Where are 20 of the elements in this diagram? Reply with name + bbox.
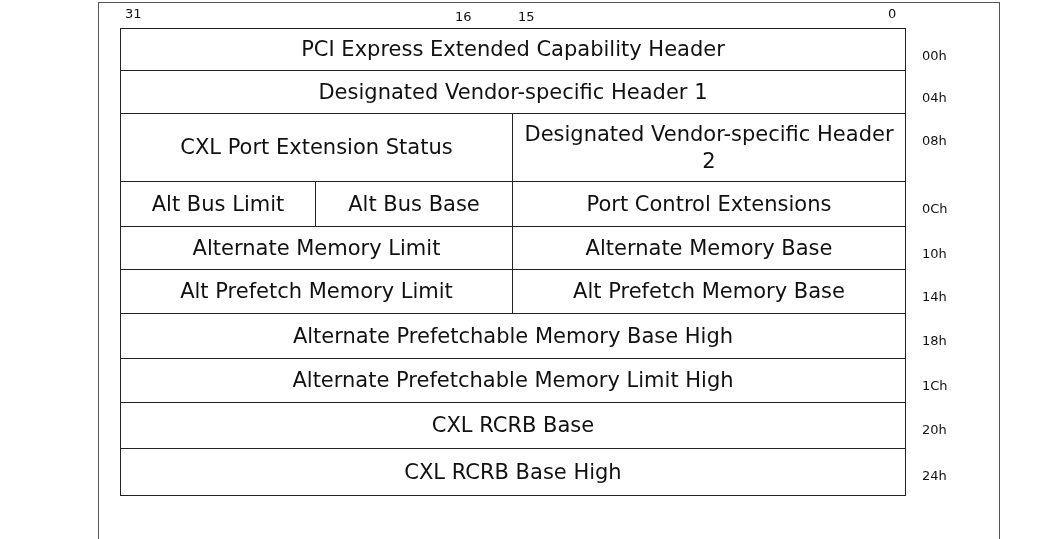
register-field: CXL RCRB Base (120, 402, 906, 449)
register-field: Designated Vendor-specific Header 1 (120, 70, 906, 114)
offset: 18h (922, 333, 947, 348)
offset: 0Ch (922, 201, 948, 216)
offset: 08h (922, 133, 947, 148)
bit-number: 0 (888, 6, 897, 21)
offset: 1Ch (922, 378, 948, 393)
offset: 20h (922, 422, 947, 437)
register-field: PCI Express Extended Capability Header (120, 28, 906, 71)
offset: 04h (922, 90, 947, 105)
register-field: Alternate Prefetchable Memory Limit High (120, 358, 906, 403)
bit-number: 16 (455, 9, 472, 24)
offset: 00h (922, 48, 947, 63)
register-field: CXL RCRB Base High (120, 448, 906, 496)
offset: 14h (922, 289, 947, 304)
register-field: Alternate Prefetchable Memory Base High (120, 313, 906, 359)
offset: 24h (922, 468, 947, 483)
offset: 10h (922, 246, 947, 261)
bit-number: 15 (518, 9, 535, 24)
bit-number: 31 (125, 6, 142, 21)
